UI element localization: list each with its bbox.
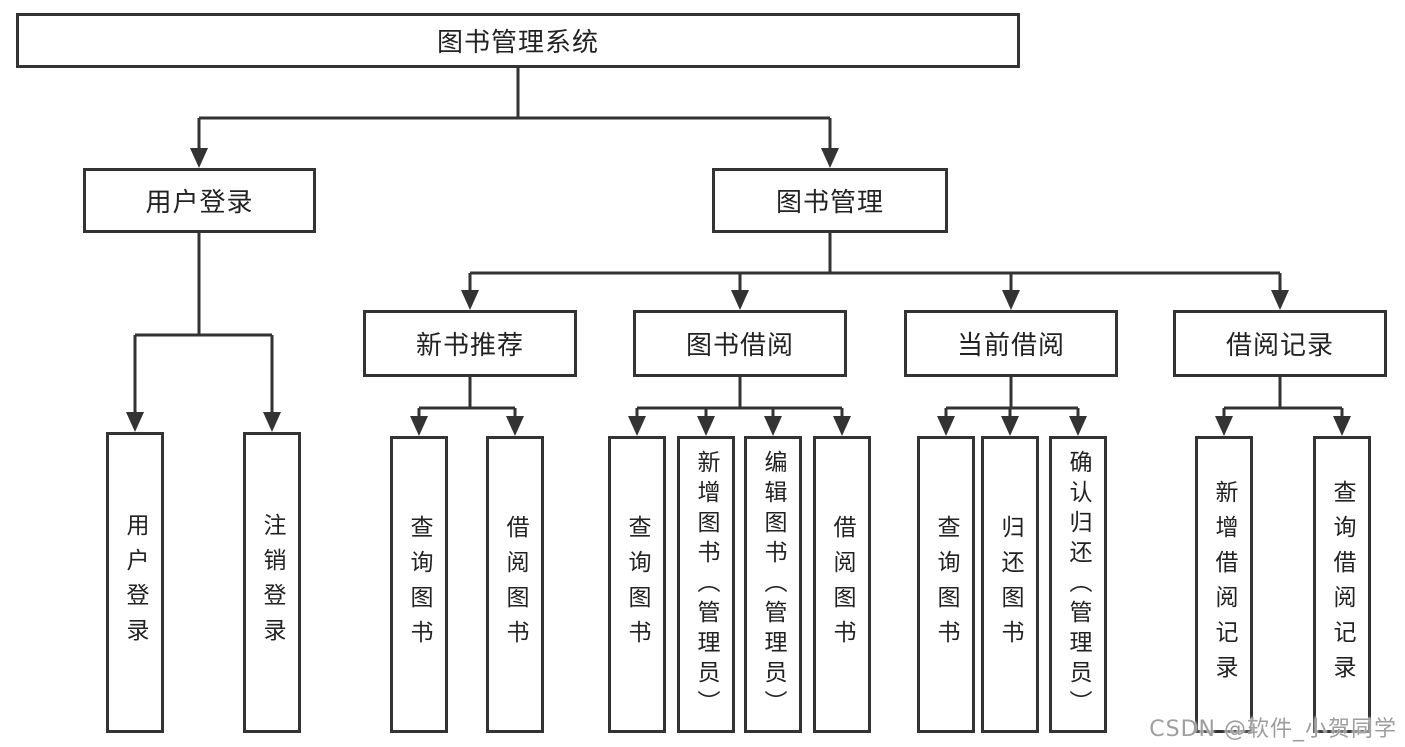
node-borrow-records: 借阅记录 bbox=[1173, 310, 1387, 377]
arrow-down-icon bbox=[126, 412, 144, 432]
arrowheads bbox=[126, 148, 1351, 436]
arrow-down-icon bbox=[1333, 416, 1351, 436]
arrow-down-icon bbox=[190, 148, 208, 168]
arrow-down-icon bbox=[1001, 416, 1019, 436]
connector-path bbox=[133, 68, 1344, 419]
arrow-down-icon bbox=[1215, 416, 1233, 436]
leaf-logout: 注销登录 bbox=[243, 432, 301, 733]
node-book-borrowing: 图书借阅 bbox=[633, 310, 847, 377]
leaf-borrowing-add-book-admin: 新增图书（管理员） bbox=[677, 436, 735, 733]
arrow-down-icon bbox=[833, 416, 851, 436]
arrow-down-icon bbox=[937, 416, 955, 436]
arrow-down-icon bbox=[1002, 290, 1020, 310]
leaf-borrowing-query-book: 查询图书 bbox=[608, 436, 666, 733]
arrow-down-icon bbox=[1271, 290, 1289, 310]
arrow-down-icon bbox=[461, 290, 479, 310]
leaf-current-query-book: 查询图书 bbox=[917, 436, 975, 733]
leaf-current-confirm-return-admin: 确认归还（管理员） bbox=[1049, 436, 1107, 733]
arrow-down-icon bbox=[506, 416, 524, 436]
leaf-recommend-query-book: 查询图书 bbox=[390, 436, 448, 733]
arrow-down-icon bbox=[821, 148, 839, 168]
leaf-current-return-book: 归还图书 bbox=[981, 436, 1039, 733]
leaf-records-query-record: 查询借阅记录 bbox=[1313, 436, 1371, 733]
arrow-down-icon bbox=[697, 416, 715, 436]
node-book-management: 图书管理 bbox=[712, 168, 948, 233]
leaf-records-add-record: 新增借阅记录 bbox=[1195, 436, 1253, 733]
node-new-book-recommend: 新书推荐 bbox=[363, 310, 577, 377]
csdn-watermark: CSDN @软件_小贺同学 bbox=[1149, 717, 1397, 742]
leaf-recommend-borrow-book: 借阅图书 bbox=[486, 436, 544, 733]
arrow-down-icon bbox=[263, 412, 281, 432]
leaf-borrowing-edit-book-admin: 编辑图书（管理员） bbox=[744, 436, 802, 733]
arrow-down-icon bbox=[628, 416, 646, 436]
node-root-library-system: 图书管理系统 bbox=[16, 13, 1020, 68]
arrow-down-icon bbox=[1069, 416, 1087, 436]
leaf-user-login: 用户登录 bbox=[106, 432, 164, 733]
arrow-down-icon bbox=[731, 290, 749, 310]
arrow-down-icon bbox=[410, 416, 428, 436]
node-user-login: 用户登录 bbox=[83, 168, 316, 233]
leaf-borrowing-borrow-book: 借阅图书 bbox=[813, 436, 871, 733]
node-current-borrowing: 当前借阅 bbox=[904, 310, 1118, 377]
arrow-down-icon bbox=[764, 416, 782, 436]
